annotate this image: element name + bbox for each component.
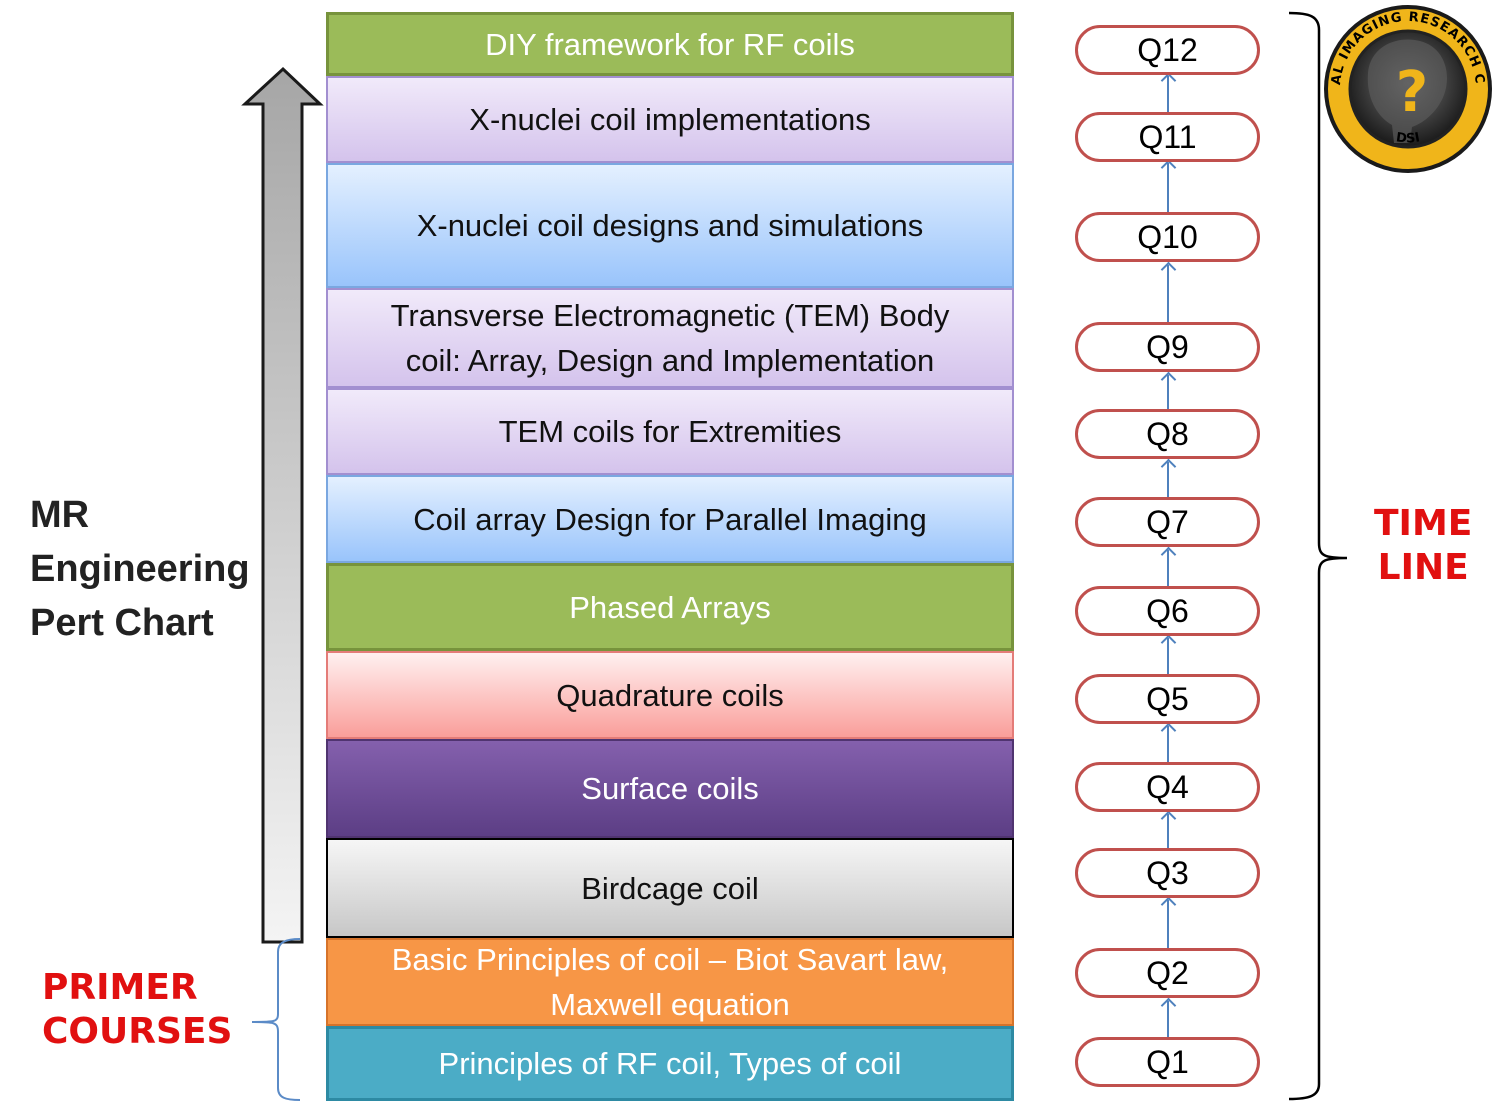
quarter-q7: Q7 — [1075, 497, 1260, 547]
research-center-logo: MEDICAL IMAGING RESEARCH CENTER DSI ? — [1320, 3, 1492, 173]
block-text: Principles of RF coil, Types of coil — [438, 1046, 902, 1081]
timeline-arrow — [1167, 375, 1169, 409]
timeline-arrow — [1167, 726, 1169, 762]
quarter-q9: Q9 — [1075, 322, 1260, 372]
block-text: DIY framework for RF coils — [485, 26, 855, 62]
block-text: Phased Arrays — [569, 589, 771, 625]
primer-line: PRIMER — [42, 967, 198, 1008]
timeline-line: LINE — [1377, 547, 1469, 588]
logo-dsi-text: DSI — [1395, 130, 1421, 146]
quarter-q6: Q6 — [1075, 586, 1260, 636]
timeline-arrow — [1167, 638, 1169, 674]
block-tem-extremities: TEM coils for Extremities — [326, 388, 1014, 475]
timeline-arrow — [1167, 265, 1169, 322]
block-text: X-nuclei coil implementations — [469, 102, 871, 137]
block-phased-arrays: Phased Arrays — [326, 563, 1014, 651]
quarter-q3: Q3 — [1075, 848, 1260, 898]
timeline-arrow — [1167, 814, 1169, 848]
block-tem-body-coil: Transverse Electromagnetic (TEM) Body co… — [326, 288, 1014, 388]
quarter-q4: Q4 — [1075, 762, 1260, 812]
quarter-q1: Q1 — [1075, 1037, 1260, 1087]
timeline-label: TIME LINE — [1374, 502, 1472, 590]
block-quadrature-coils: Quadrature coils — [326, 651, 1014, 739]
block-x-nuclei-implementations: X-nuclei coil implementations — [326, 76, 1014, 163]
quarter-q12: Q12 — [1075, 25, 1260, 75]
block-text: Basic Principles of coil – Biot Savart l… — [391, 942, 949, 977]
primer-line: COURSES — [42, 1011, 233, 1052]
timeline-arrow — [1167, 900, 1169, 948]
block-basic-principles: Basic Principles of coil – Biot Savart l… — [326, 938, 1014, 1026]
block-text: X-nuclei coil designs and simulations — [416, 208, 924, 243]
quarter-q8: Q8 — [1075, 409, 1260, 459]
timeline-arrow — [1167, 1001, 1169, 1037]
block-text: TEM coils for Extremities — [498, 414, 842, 449]
title-line: MR — [30, 494, 90, 536]
timeline-brace — [1288, 11, 1348, 1101]
block-surface-coils: Surface coils — [326, 739, 1014, 838]
quarter-q2: Q2 — [1075, 948, 1260, 998]
logo-question-mark: ? — [1396, 60, 1428, 125]
title-line: Engineering — [30, 548, 250, 590]
pert-chart-title: MR Engineering Pert Chart — [30, 488, 250, 650]
block-text: Maxwell equation — [550, 987, 790, 1022]
block-rf-principles: Principles of RF coil, Types of coil — [326, 1026, 1014, 1101]
timeline-arrow — [1167, 462, 1169, 497]
timeline-arrow — [1167, 163, 1169, 212]
progress-arrow — [241, 66, 324, 944]
timeline-arrow — [1167, 550, 1169, 586]
timeline-line: TIME — [1374, 503, 1473, 544]
quarter-q11: Q11 — [1075, 112, 1260, 162]
block-text: Transverse Electromagnetic (TEM) Body — [390, 298, 950, 333]
block-text: Surface coils — [581, 771, 759, 806]
block-birdcage-coil: Birdcage coil — [326, 838, 1014, 938]
block-text: Birdcage coil — [581, 870, 759, 906]
block-x-nuclei-designs: X-nuclei coil designs and simulations — [326, 163, 1014, 288]
block-text: Coil array Design for Parallel Imaging — [413, 501, 927, 537]
primer-brace — [251, 938, 301, 1101]
block-parallel-imaging: Coil array Design for Parallel Imaging — [326, 475, 1014, 563]
title-line: Pert Chart — [30, 602, 214, 644]
quarter-q10: Q10 — [1075, 212, 1260, 262]
block-text: Quadrature coils — [556, 677, 784, 713]
quarter-q5: Q5 — [1075, 674, 1260, 724]
primer-courses-label: PRIMER COURSES — [42, 966, 232, 1054]
timeline-arrow — [1167, 76, 1169, 112]
block-diy-framework: DIY framework for RF coils — [326, 12, 1014, 76]
block-text: coil: Array, Design and Implementation — [405, 343, 935, 378]
